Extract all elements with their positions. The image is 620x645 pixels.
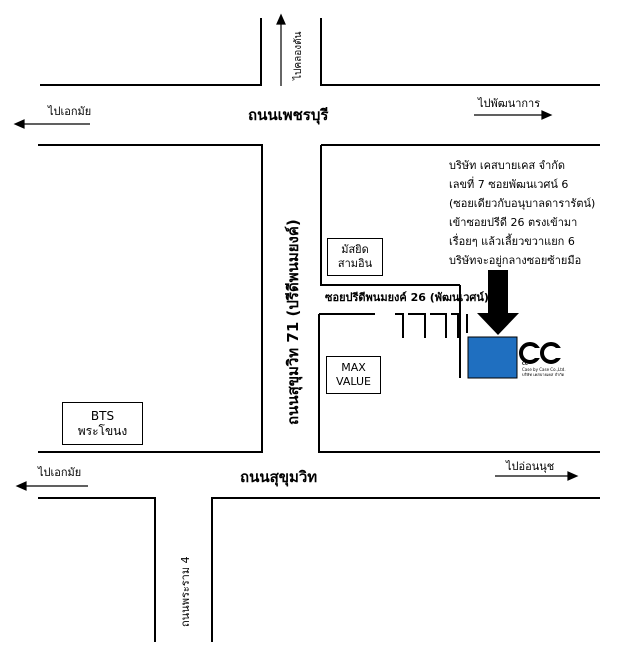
landmark-bts-line2: พระโขนง <box>77 423 128 438</box>
arrow-left-ekkamai-bottom <box>15 481 88 491</box>
info-line: (ซอยเดียวกับอนุบาลดารารัตน์) <box>449 197 596 210</box>
logo-mark-text: CC <box>522 361 528 366</box>
direction-ekkamai-top: ไปเอกมัย <box>48 105 92 118</box>
info-line: บริษัทจะอยู่กลางซอยซ้ายมือ <box>449 254 582 267</box>
road-sukhumvit-71: ถนนสุขุมวิท 71 (ปรีดีพนมยงค์) <box>284 219 302 425</box>
block-middle-right-lower <box>318 314 600 453</box>
landmark-max-value-line1: MAX <box>341 361 366 375</box>
block-top-right <box>320 18 600 86</box>
arrow-right-phatthanakan <box>474 110 553 120</box>
company-lane <box>459 285 468 378</box>
block-top-left <box>40 18 262 86</box>
side-soi-stubs <box>395 313 459 338</box>
company-building <box>467 336 518 379</box>
landmark-mosque-line1: มัสยิด <box>341 243 369 257</box>
info-line: เรื่อยๆ แล้วเลี้ยวขวาแยก 6 <box>449 235 575 248</box>
landmark-max-value-line2: VALUE <box>336 375 371 388</box>
direction-phatthanakan: ไปพัฒนาการ <box>478 97 541 110</box>
arrow-right-on-nut <box>495 471 579 481</box>
landmark-mosque-line2: สามอิน <box>337 257 373 270</box>
road-phetchaburi: ถนนเพชรบุรี <box>248 106 329 124</box>
direction-on-nut: ไปอ่อนนุช <box>506 460 555 473</box>
block-bottom-right <box>211 497 600 642</box>
info-line: เลขที่ 7 ซอยพัฒนเวศน์ 6 <box>449 178 569 191</box>
company-directions-text: บริษัท เคสบายเคส จำกัด เลขที่ 7 ซอยพัฒนเ… <box>449 156 595 270</box>
landmark-max-value: MAX VALUE <box>326 356 381 394</box>
landmark-bts-line1: BTS <box>90 408 115 423</box>
road-soi-pridi-26: ซอยปรีดีพนมยงค์ 26 (พัฒนเวศน์) <box>325 291 489 304</box>
arrow-left-ekkamai-top <box>13 119 90 129</box>
logo-tagline: Case by Case Co.,Ltd. <box>522 367 566 372</box>
arrow-up-khlong-tan <box>276 13 286 86</box>
block-middle-right-upper <box>320 144 600 286</box>
info-line: บริษัท เคสบายเคส จำกัด <box>449 159 566 172</box>
landmark-mosque: มัสยิด สามอิน <box>327 238 383 276</box>
block-middle-left <box>38 144 263 453</box>
logo-tagline-th: บริษัท เคสบายเคส จำกัด <box>522 372 565 377</box>
pointer-arrow <box>477 270 519 335</box>
company-logo <box>519 342 562 364</box>
block-bottom-left <box>38 497 156 642</box>
direction-ekkamai-bottom: ไปเอกมัย <box>38 466 82 479</box>
info-line: เข้าซอยปรีดี 26 ตรงเข้ามา <box>449 216 578 229</box>
road-phra-ram-4: ถนนพระราม 4 <box>179 556 192 627</box>
landmark-bts-phra-khanong: BTS พระโขนง <box>62 402 143 445</box>
direction-khlong-tan: ไปคลองตัน <box>293 31 304 80</box>
road-sukhumvit: ถนนสุขุมวิท <box>240 468 318 486</box>
